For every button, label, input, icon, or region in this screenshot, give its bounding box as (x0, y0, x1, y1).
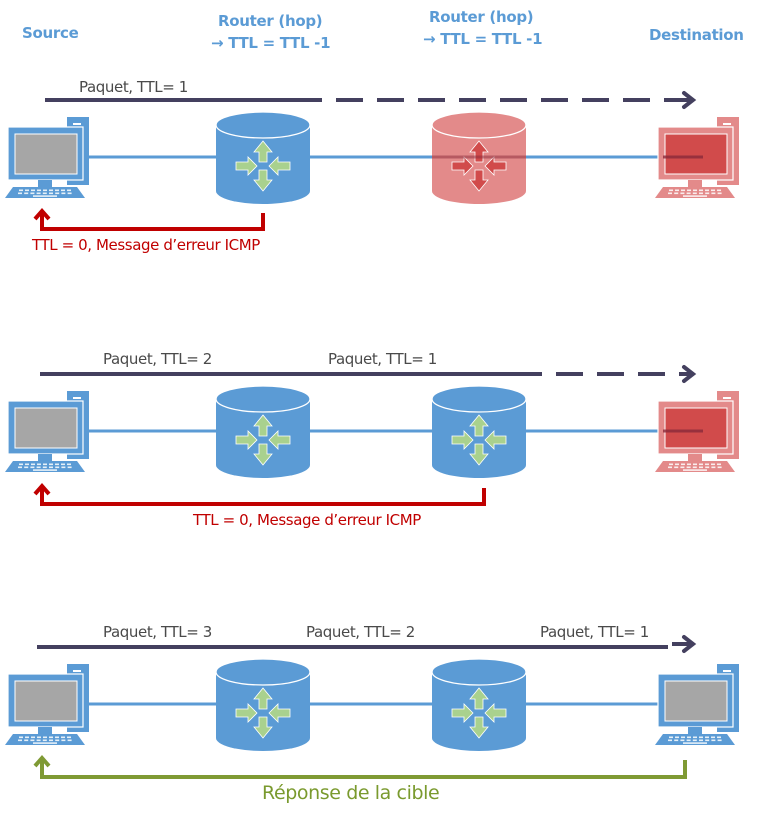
router1-icon (215, 111, 311, 204)
scenario3-packet-label-2: Paquet, TTL= 2 (306, 623, 415, 641)
source-header: Source (22, 24, 79, 42)
arrowhead-icon (682, 365, 697, 383)
destination-computer-icon (655, 117, 739, 198)
scenario3-return-label: Réponse de la cible (262, 782, 440, 804)
return-path (40, 213, 265, 231)
router-arrows-icon (235, 687, 291, 739)
source-computer-icon (5, 664, 89, 745)
scenario2-packet-label-2: Paquet, TTL= 1 (328, 350, 437, 368)
scenario3-packet-label-1: Paquet, TTL= 3 (103, 623, 212, 641)
router2-icon (431, 658, 527, 751)
source-computer-icon (5, 117, 89, 198)
return-arrowhead-icon (33, 754, 51, 768)
router1-icon (215, 385, 311, 478)
return-path (40, 760, 687, 779)
destination-computer-icon (655, 391, 739, 472)
router2-header-title: Router (hop) (429, 8, 534, 26)
router1-header-title: Router (hop) (218, 12, 323, 30)
scenario1-packet-label-1: Paquet, TTL= 1 (79, 78, 188, 96)
router-arrows-icon (235, 140, 291, 192)
return-arrowhead-icon (33, 482, 51, 496)
router-arrows-icon (235, 414, 291, 466)
scenario-2 (5, 365, 739, 506)
router2-icon (431, 385, 527, 478)
router2-header-rule: → TTL = TTL -1 (423, 30, 543, 48)
arrowhead-icon (682, 91, 697, 109)
arrowhead-icon (682, 635, 697, 653)
return-path (40, 488, 486, 506)
router-arrows-icon (451, 414, 507, 466)
router1-icon (215, 658, 311, 751)
scenario1-return-label: TTL = 0, Message d’erreur ICMP (32, 236, 260, 254)
source-computer-icon (5, 391, 89, 472)
destination-computer-icon (655, 664, 739, 745)
return-arrowhead-icon (33, 207, 51, 221)
scenario2-return-label: TTL = 0, Message d’erreur ICMP (193, 511, 421, 529)
router-arrows-icon (451, 687, 507, 739)
router2-icon (431, 111, 527, 204)
scenario-1 (5, 91, 739, 231)
router1-header-rule: → TTL = TTL -1 (211, 34, 331, 52)
scenario-3 (5, 635, 739, 779)
scenario3-packet-label-3: Paquet, TTL= 1 (540, 623, 649, 641)
scenario2-packet-label-1: Paquet, TTL= 2 (103, 350, 212, 368)
destination-header: Destination (649, 26, 744, 44)
